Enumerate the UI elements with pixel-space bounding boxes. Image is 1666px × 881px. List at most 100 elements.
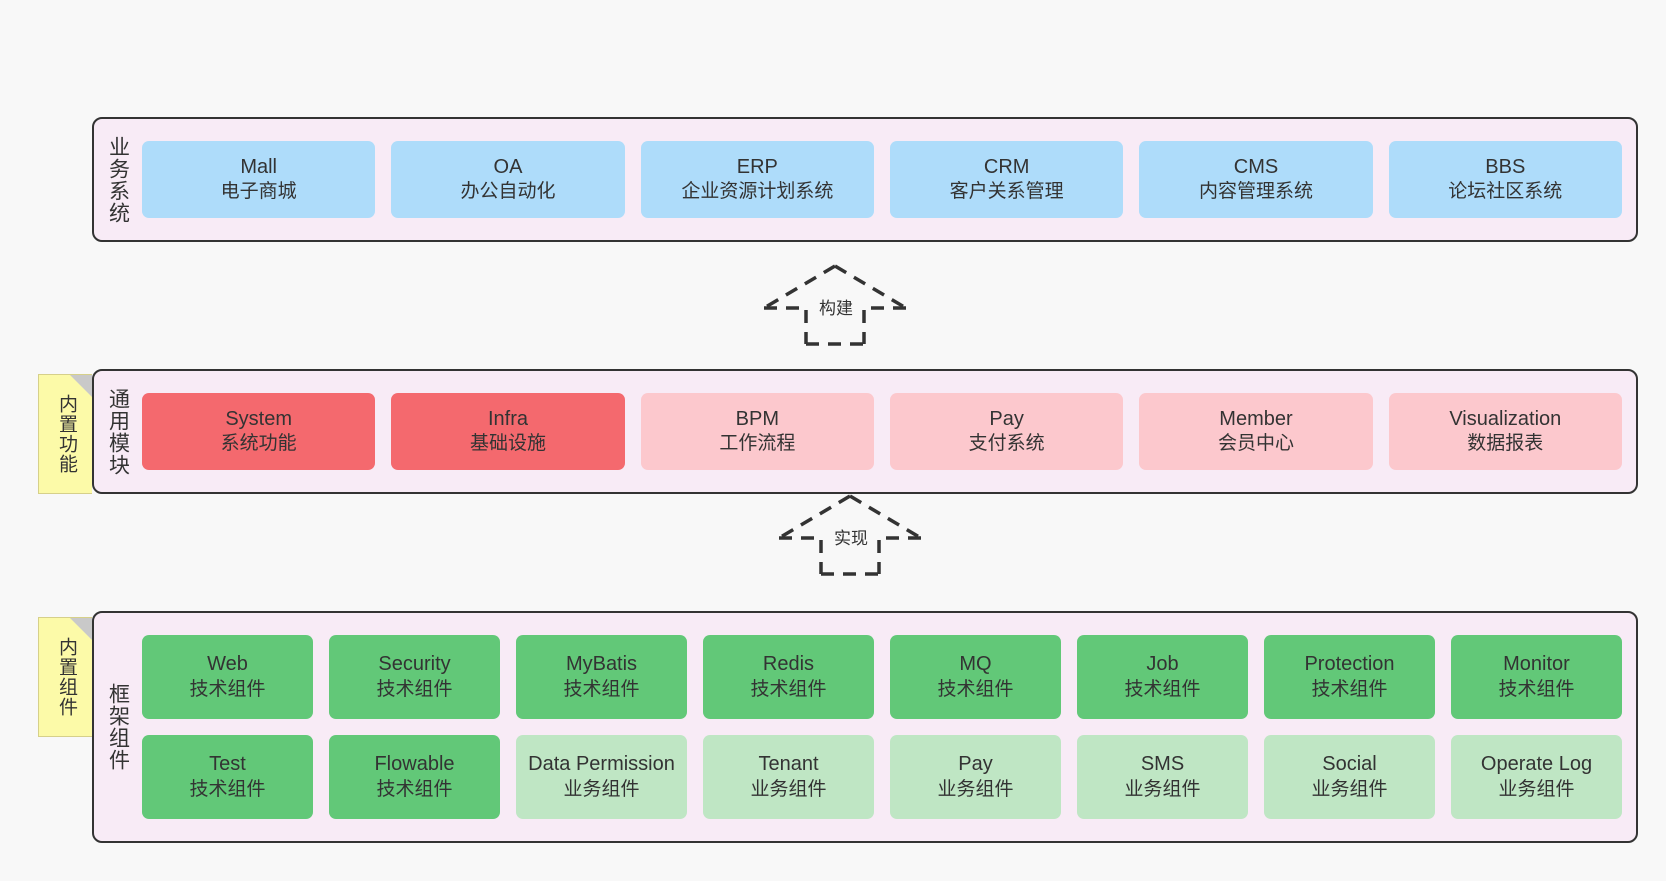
card-title: CRM [983, 155, 1030, 178]
card-title: Flowable [374, 753, 455, 776]
card-subtitle: 技术组件 [1311, 678, 1388, 700]
card-subtitle: 业务组件 [1124, 778, 1201, 800]
card-system[interactable]: System 系统功能 [142, 393, 376, 470]
card-data-permission[interactable]: Data Permission 业务组件 [516, 735, 687, 819]
card-row: Test 技术组件 Flowable 技术组件 Data Permission … [142, 735, 1622, 819]
connector-build: 构建 [760, 262, 910, 346]
card-title: Monitor [1503, 653, 1570, 676]
layer-framework-components-title: 框架组件 [106, 683, 130, 771]
layer-common-modules: 通用模块 System 系统功能 Infra 基础设施 BPM 工作流程 Pay… [92, 369, 1638, 494]
card-mq[interactable]: MQ 技术组件 [890, 635, 1061, 719]
card-title: Operate Log [1480, 753, 1593, 776]
card-title: Infra [487, 407, 528, 430]
card-pay-component[interactable]: Pay 业务组件 [890, 735, 1061, 819]
card-row: System 系统功能 Infra 基础设施 BPM 工作流程 Pay 支付系统… [142, 393, 1622, 470]
card-erp[interactable]: ERP 企业资源计划系统 [640, 141, 874, 218]
layer-framework-components-body: Web 技术组件 Security 技术组件 MyBatis 技术组件 Redi… [142, 613, 1636, 841]
card-sms[interactable]: SMS 业务组件 [1077, 735, 1248, 819]
connector-implement: 实现 [775, 492, 925, 576]
card-subtitle: 办公自动化 [460, 181, 556, 203]
card-title: CMS [1233, 155, 1279, 178]
card-title: Test [209, 753, 246, 776]
card-protection[interactable]: Protection 技术组件 [1264, 635, 1435, 719]
layer-business-systems: 业务系统 Mall 电子商城 OA 办公自动化 ERP 企业资源计划系统 CRM… [92, 117, 1638, 242]
card-subtitle: 业务组件 [937, 778, 1014, 800]
card-pay-module[interactable]: Pay 支付系统 [889, 393, 1124, 470]
card-test[interactable]: Test 技术组件 [142, 735, 313, 819]
card-title: Member [1219, 407, 1293, 430]
layer-common-modules-title: 通用模块 [106, 387, 130, 476]
generalization-arrow-icon [763, 264, 907, 346]
card-subtitle: 数据报表 [1467, 433, 1544, 455]
card-title: Data Permission [528, 753, 675, 776]
card-title: System [225, 407, 292, 430]
card-bbs[interactable]: BBS 论坛社区系统 [1388, 141, 1622, 218]
card-title: Mall [240, 155, 277, 178]
card-tenant[interactable]: Tenant 业务组件 [703, 735, 874, 819]
note-builtin-functions: 内置功能 [38, 374, 92, 494]
card-mall[interactable]: Mall 电子商城 [142, 141, 376, 218]
card-title: Pay [989, 407, 1024, 430]
card-title: Security [378, 653, 451, 676]
card-title: Redis [762, 653, 815, 676]
card-cms[interactable]: CMS 内容管理系统 [1139, 141, 1373, 218]
card-subtitle: 技术组件 [1124, 678, 1201, 700]
card-monitor[interactable]: Monitor 技术组件 [1451, 635, 1622, 719]
card-subtitle: 技术组件 [750, 678, 827, 700]
card-title: SMS [1140, 753, 1185, 776]
card-title: Protection [1304, 653, 1395, 676]
card-title: Tenant [758, 753, 819, 776]
card-title: Pay [958, 753, 993, 776]
card-infra[interactable]: Infra 基础设施 [391, 393, 625, 470]
card-subtitle: 业务组件 [563, 778, 640, 800]
card-subtitle: 支付系统 [968, 433, 1045, 455]
card-subtitle: 客户关系管理 [949, 181, 1064, 203]
card-title: MQ [959, 653, 992, 676]
card-crm[interactable]: CRM 客户关系管理 [889, 141, 1124, 218]
card-subtitle: 业务组件 [1498, 778, 1575, 800]
card-subtitle: 电子商城 [220, 181, 297, 203]
card-subtitle: 技术组件 [937, 678, 1014, 700]
card-subtitle: 会员中心 [1217, 433, 1294, 455]
card-social[interactable]: Social 业务组件 [1264, 735, 1435, 819]
card-subtitle: 业务组件 [750, 778, 827, 800]
card-job[interactable]: Job 技术组件 [1077, 635, 1248, 719]
card-oa[interactable]: OA 办公自动化 [391, 141, 625, 218]
note-builtin-functions-label: 内置功能 [55, 394, 77, 474]
card-title: OA [493, 155, 523, 178]
connector-implement-label: 实现 [832, 524, 870, 549]
card-subtitle: 技术组件 [376, 778, 453, 800]
note-builtin-components-label: 内置组件 [55, 637, 77, 717]
card-title: Visualization [1449, 407, 1562, 430]
card-row: Mall 电子商城 OA 办公自动化 ERP 企业资源计划系统 CRM 客户关系… [142, 141, 1622, 218]
card-operate-log[interactable]: Operate Log 业务组件 [1451, 735, 1622, 819]
note-builtin-components: 内置组件 [38, 617, 92, 737]
card-subtitle: 技术组件 [189, 778, 266, 800]
layer-business-systems-body: Mall 电子商城 OA 办公自动化 ERP 企业资源计划系统 CRM 客户关系… [142, 119, 1636, 240]
card-mybatis[interactable]: MyBatis 技术组件 [516, 635, 687, 719]
card-member[interactable]: Member 会员中心 [1139, 393, 1373, 470]
card-bpm[interactable]: BPM 工作流程 [640, 393, 874, 470]
card-subtitle: 技术组件 [1498, 678, 1575, 700]
card-subtitle: 业务组件 [1311, 778, 1388, 800]
card-security[interactable]: Security 技术组件 [329, 635, 500, 719]
card-web[interactable]: Web 技术组件 [142, 635, 313, 719]
card-subtitle: 论坛社区系统 [1448, 181, 1563, 203]
card-title: Job [1146, 653, 1179, 676]
card-title: Social [1322, 753, 1377, 776]
card-title: ERP [736, 155, 778, 178]
card-flowable[interactable]: Flowable 技术组件 [329, 735, 500, 819]
card-subtitle: 企业资源计划系统 [681, 181, 834, 203]
layer-framework-components: 框架组件 Web 技术组件 Security 技术组件 MyBatis 技术组件… [92, 611, 1638, 843]
generalization-arrow-icon [778, 494, 922, 576]
card-title: MyBatis [565, 653, 638, 676]
card-subtitle: 技术组件 [563, 678, 640, 700]
card-visualization[interactable]: Visualization 数据报表 [1388, 393, 1622, 470]
layer-business-systems-title: 业务系统 [106, 135, 130, 224]
card-title: Web [207, 653, 248, 676]
connector-build-label: 构建 [817, 294, 855, 319]
card-title: BBS [1485, 155, 1526, 178]
card-title: BPM [735, 407, 779, 430]
card-subtitle: 技术组件 [189, 678, 266, 700]
card-redis[interactable]: Redis 技术组件 [703, 635, 874, 719]
